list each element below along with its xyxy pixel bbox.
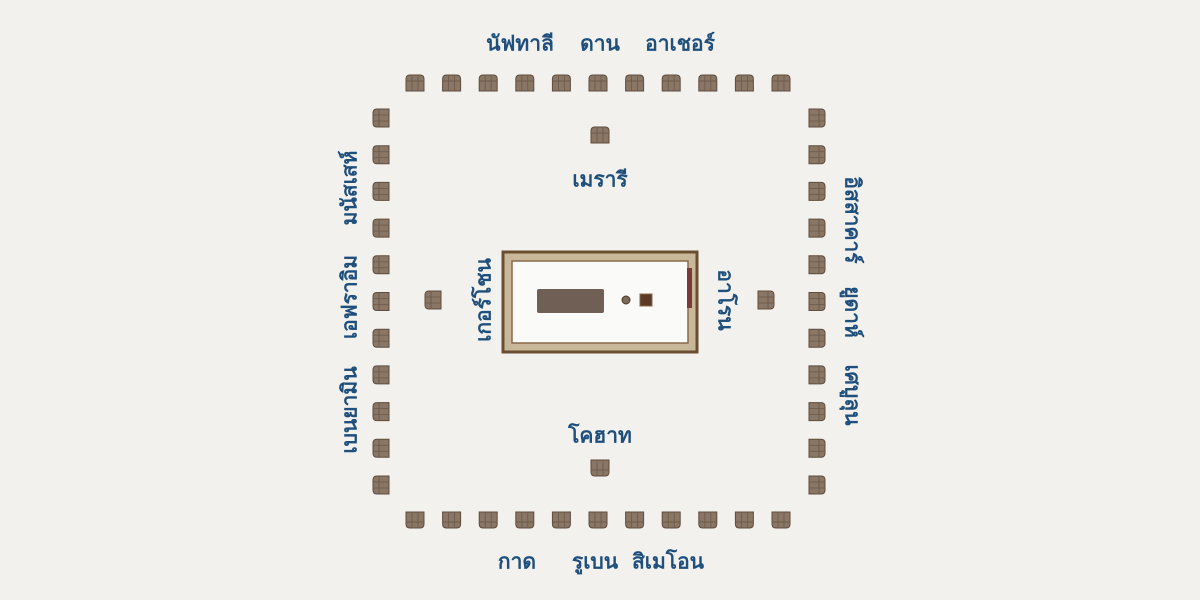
tent-icon [405, 74, 425, 92]
tent-icon [372, 292, 390, 311]
tent-icon [478, 511, 498, 529]
tent-icon [757, 290, 775, 310]
tent-icon [808, 255, 826, 275]
tent-icon [372, 475, 390, 495]
tent-icon [808, 181, 826, 201]
tent-icon [442, 511, 462, 529]
tent-icon [734, 511, 754, 529]
tent-icon [625, 74, 645, 92]
holy-place [537, 289, 604, 313]
levite-east: อาโรน [713, 269, 738, 331]
tent-icon [478, 74, 498, 92]
tent-icon [442, 74, 462, 92]
camp-east-2: ยูดาห์ [840, 286, 865, 338]
tent-icon [590, 126, 610, 144]
tabernacle-entrance [687, 268, 692, 308]
camp-north-1: นัฟทาลี [486, 31, 554, 56]
tent-icon [372, 438, 390, 458]
tent-icon [808, 438, 826, 458]
camp-west-1: มนัสเสห์ [337, 150, 362, 226]
tent-icon [424, 290, 442, 310]
camp-north-3: อาเชอร์ [645, 31, 715, 56]
tent-icon [808, 328, 826, 348]
tent-icon [771, 74, 791, 92]
tent-icon [372, 402, 390, 422]
tent-icon [808, 402, 826, 422]
tent-icon [551, 74, 571, 92]
tent-icon [588, 74, 608, 92]
levite-west: เกอร์โชน [471, 258, 496, 342]
tent-icon [808, 475, 826, 495]
camp-south-1: กาด [497, 549, 537, 574]
tent-icon [771, 511, 791, 529]
levite-south: โคฮาท [568, 423, 632, 448]
camp-north-2: ดาน [580, 31, 620, 56]
tent-icon [515, 511, 535, 529]
tent-icon [372, 181, 390, 201]
tent-icon [698, 511, 718, 529]
tent-icon [808, 108, 826, 128]
camp-west-3: เบนยามิน [337, 366, 362, 454]
tent-icon [515, 74, 535, 92]
tent-icon [551, 511, 571, 529]
tent-icon [661, 511, 681, 529]
tent-icon [372, 108, 390, 128]
tent-icon [734, 74, 754, 92]
tent-icon [588, 511, 608, 529]
camp-south-3: สิเมโอน [631, 549, 705, 574]
tent-icon [590, 459, 610, 477]
tent-icon [372, 328, 390, 348]
levite-north: เมรารี [572, 167, 628, 192]
tent-icon [808, 292, 826, 311]
tent-icon [405, 511, 425, 529]
tent-icon [625, 511, 645, 529]
camp-east-3: เศบูลุน [840, 364, 865, 426]
laver [621, 295, 631, 305]
tent-icon [372, 145, 390, 165]
tent-icon [808, 365, 826, 385]
tent-icon [372, 218, 390, 238]
tent-icon [372, 365, 390, 385]
camp-west-2: เอฟราอิม [337, 254, 362, 340]
tent-icon [698, 74, 718, 92]
tabernacle [501, 250, 699, 354]
tent-icon [372, 255, 390, 275]
altar [639, 293, 653, 307]
tent-icon [661, 74, 681, 92]
tent-icon [808, 145, 826, 165]
tent-icon [808, 218, 826, 238]
camp-east-1: อิสสาคาร์ [840, 176, 865, 264]
camp-south-2: รูเบน [571, 549, 619, 574]
